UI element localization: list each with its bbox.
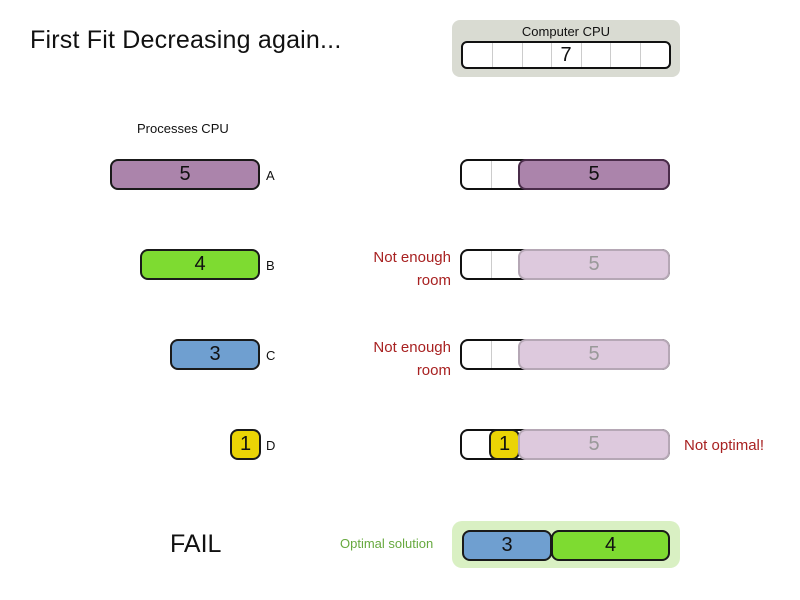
placed-block-5: 5 <box>518 159 670 190</box>
process-bar-b: 4 <box>140 249 260 280</box>
processes-heading: Processes CPU <box>137 121 229 136</box>
placed-block-1-value: 1 <box>498 433 511 455</box>
bin-row-1: 5 <box>460 159 670 190</box>
process-bar-c-value: 3 <box>209 343 221 365</box>
note-line: room <box>416 272 451 289</box>
optimal-block-3: 3 <box>462 530 552 561</box>
process-label-a: A <box>266 168 275 183</box>
cell-divider <box>522 43 523 67</box>
note-line: Not enough <box>373 249 451 266</box>
optimal-block-4-value: 4 <box>604 534 617 556</box>
process-bar-d: 1 <box>230 429 261 460</box>
note-line: Not enough <box>373 339 451 356</box>
process-label-c: C <box>266 348 276 363</box>
process-bar-a: 5 <box>110 159 260 190</box>
bin-row-3: 5 <box>460 339 670 370</box>
cell-divider <box>581 43 582 67</box>
placed-block-5-value: 5 <box>588 163 600 185</box>
ghost-block-5: 5 <box>518 339 670 370</box>
ghost-block-5: 5 <box>518 249 670 280</box>
cell-divider <box>491 341 492 368</box>
optimal-solution-label: Optimal solution <box>340 536 434 551</box>
process-label-d: D <box>266 438 276 453</box>
page-title: First Fit Decreasing again... <box>30 26 342 54</box>
cell-divider <box>492 43 493 67</box>
computer-cpu-strip: 7 <box>461 41 671 69</box>
not-enough-room-note-1: Not enough room <box>291 246 451 292</box>
process-bar-a-value: 5 <box>179 163 191 185</box>
not-enough-room-note-2: Not enough room <box>291 336 451 382</box>
cell-divider <box>551 43 552 67</box>
computer-cpu-panel: Computer CPU 7 <box>452 20 680 77</box>
cell-divider <box>491 161 492 188</box>
computer-cpu-label: Computer CPU <box>521 24 611 39</box>
bin-row-2: 5 <box>460 249 670 280</box>
ghost-block-5-value: 5 <box>588 433 600 455</box>
bin-row-4: 1 5 <box>460 429 670 460</box>
fail-text: FAIL <box>170 530 222 558</box>
computer-cpu-capacity: 7 <box>560 43 572 66</box>
process-bar-b-value: 4 <box>194 253 206 275</box>
cell-divider <box>491 251 492 278</box>
ghost-block-5: 5 <box>518 429 670 460</box>
optimal-block-3-value: 3 <box>501 534 513 556</box>
ghost-block-5-value: 5 <box>588 253 600 275</box>
process-label-b: B <box>266 258 275 273</box>
optimal-block-4: 4 <box>551 530 670 561</box>
process-bar-d-value: 1 <box>239 433 252 455</box>
not-optimal-note: Not optimal! <box>684 437 765 454</box>
process-bar-c: 3 <box>170 339 260 370</box>
note-line: room <box>416 362 451 379</box>
cell-divider <box>610 43 611 67</box>
placed-block-1: 1 <box>489 429 520 460</box>
cell-divider <box>640 43 641 67</box>
ghost-block-5-value: 5 <box>588 343 600 365</box>
